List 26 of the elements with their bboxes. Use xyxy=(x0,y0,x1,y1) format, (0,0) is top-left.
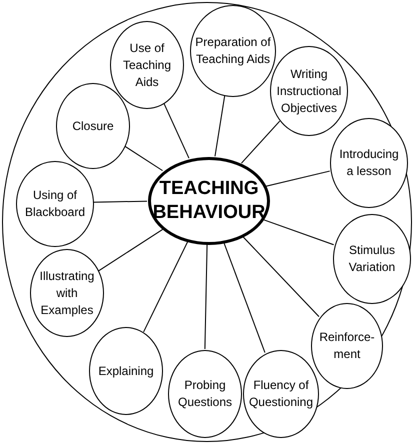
topic-circle xyxy=(110,21,184,109)
node-label: Using of Blackboard xyxy=(24,187,86,221)
outer-circle xyxy=(2,2,412,442)
node-label: Reinforce-ment xyxy=(318,329,376,363)
node-label: TEACHING BEHAVIOUR xyxy=(152,177,266,225)
node-label: Explaining xyxy=(97,362,155,380)
node-label: Probing Questions xyxy=(176,377,234,411)
connector-line xyxy=(214,94,226,157)
node-label: Use of Teaching Aids xyxy=(122,40,172,90)
connector-line xyxy=(124,145,164,172)
node-label: Preparation of Teaching Aids xyxy=(194,34,272,68)
node-label: Closure xyxy=(71,118,115,134)
topic-circle xyxy=(270,46,348,136)
connector-line xyxy=(242,236,320,318)
connector-line xyxy=(265,170,330,187)
node-label: Stimulus Variation xyxy=(348,242,396,276)
topic-circle xyxy=(30,249,104,337)
connector-line xyxy=(92,200,148,203)
connector-line xyxy=(223,242,266,354)
node-label: Writing Instructional Objectives xyxy=(276,66,342,116)
node-label: Introducing a lesson xyxy=(338,146,400,180)
topic-circle xyxy=(89,327,163,415)
node-label: Illustrating with Examples xyxy=(38,268,96,318)
connector-line xyxy=(204,244,208,350)
connector-line xyxy=(163,102,190,159)
node-label: Fluency of Questioning xyxy=(248,377,314,411)
